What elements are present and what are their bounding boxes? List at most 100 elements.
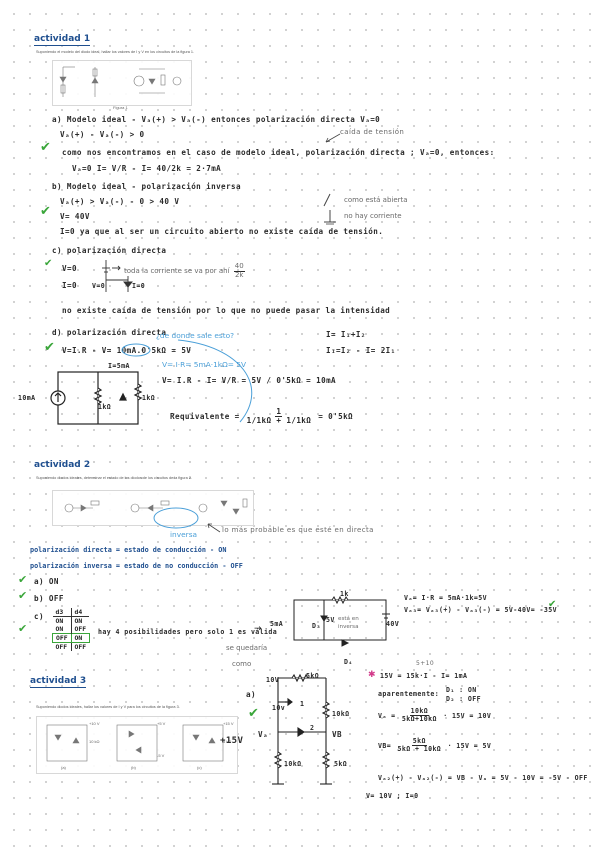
va-label: Vₐ = xyxy=(378,711,396,720)
c-frac-num: 40 xyxy=(233,262,245,272)
fig3-label-a: (a) xyxy=(61,765,66,770)
star-icon: ✱ xyxy=(368,670,376,680)
check-2b: ✔ xyxy=(18,589,28,602)
c-1k: 1k xyxy=(340,590,349,598)
activity-2-prompt: Suponiendo diodos ideales, determinar el… xyxy=(36,476,192,480)
act2-blue-circle xyxy=(153,507,199,529)
act3-final: V= 10V ; I=0 xyxy=(366,792,419,800)
act2-a: a) ON xyxy=(34,577,59,586)
d-req-result: = 0'5kΩ xyxy=(318,411,354,421)
d-req-fraction: 1 1/1kΩ + 1/1kΩ xyxy=(246,407,312,426)
se-quedaria-2: como xyxy=(232,660,252,668)
act3-vd2: Vₐ₂(+) - Vₐ₂(-) = VB - Vₐ = 5V - 10V = -… xyxy=(378,774,588,782)
c-5v: 5V xyxy=(326,616,335,624)
vb-num: 5kΩ xyxy=(411,737,427,747)
c-line-1: c) polarización directa xyxy=(52,246,167,255)
d-calc: V= I.R - I= V/R = 5V / 0'5kΩ = 10mA xyxy=(162,376,337,385)
fig3-label-b: (b) xyxy=(131,765,136,770)
c-note-text: toda la corriente se va por ahí xyxy=(124,267,230,276)
fig3-val: +5 V xyxy=(157,721,166,726)
d-blue-annotation xyxy=(121,339,253,423)
c-40v: 40V xyxy=(386,620,400,628)
table-cell-highlight: OFF xyxy=(52,633,72,643)
figure-3-circuits xyxy=(46,724,224,762)
act3-10v-top: 10V xyxy=(266,676,280,684)
figure-1: Figura 1 xyxy=(52,60,192,110)
table-cell: OFF xyxy=(74,643,87,651)
check-2c: ✔ xyxy=(18,622,28,635)
d-10ma: 10mA xyxy=(18,394,36,402)
d-line-2: V=I.R - V= 10mA.0'5kΩ = 5V xyxy=(62,346,192,355)
c-frac-den: 2k xyxy=(234,270,244,279)
figure-3: (a) (b) (c) +10 V +5 V -5 V 10 kΩ 5 kΩ +… xyxy=(36,716,238,774)
d-req-den: 1/1kΩ + 1/1kΩ xyxy=(246,416,312,426)
act3-vb: VB xyxy=(332,730,342,739)
activity-3-title: actividad 3 xyxy=(30,676,87,688)
act3-d1on: D₁ : ON xyxy=(446,686,477,694)
inversa-note: inversa xyxy=(170,530,198,539)
se-quedaria-1: se quedaría xyxy=(226,644,268,652)
act3-d2: 2 xyxy=(310,724,315,732)
fig3-val: 10 kΩ xyxy=(89,739,100,744)
c-5ma: 5mA xyxy=(270,620,284,628)
c-d4: D₄ xyxy=(344,658,353,666)
vb-label: VB= xyxy=(378,741,392,750)
a-line-4: Vₐ=0 I= V/R - I= 40/2k = 2·7mA xyxy=(72,164,222,173)
c-d3: D₃ xyxy=(312,622,321,630)
check-3a: ✔ xyxy=(248,706,259,721)
c-va: Vₐ= I·R = 5mA·1k=5V xyxy=(404,594,488,602)
check-2c-result: ✔ xyxy=(548,599,557,610)
check-c: ✔ xyxy=(44,258,53,269)
act3-10k-left: 10kΩ xyxy=(284,760,302,768)
d-circuit xyxy=(50,371,143,425)
act3-circuit xyxy=(272,673,332,785)
va-den: 5kΩ+10kΩ xyxy=(401,715,437,724)
d-r1: 1kΩ xyxy=(98,403,112,411)
table-cell: ON xyxy=(52,616,72,625)
a-line-1: a) Modelo ideal - Vₐ(+) > Vₐ(-) entonces… xyxy=(52,115,381,124)
act3-line1-note: 5+10 xyxy=(416,660,435,667)
act3-aparente: aparentemente: xyxy=(378,690,440,698)
act2-b: b) OFF xyxy=(34,594,64,603)
b-line-1: b) Modelo ideal - polarización inversa xyxy=(52,182,241,191)
table-cell: ON xyxy=(74,617,83,625)
va-num: 10kΩ xyxy=(409,707,430,717)
act3-10k-right: 10kΩ xyxy=(332,710,350,718)
d-r2: 1kΩ xyxy=(142,394,156,402)
act3-line1: 15V = 15k·I - I= 1mA xyxy=(380,672,468,680)
caida-arrow xyxy=(325,133,341,143)
d-vir: V= I·R= 5mA·1kΩ= 5V xyxy=(162,360,247,369)
figure-1-caption: Figura 1 xyxy=(113,105,128,110)
fig3-val: +10 V xyxy=(89,721,100,726)
hay-4: hay 4 posibilidades pero solo 1 es válid… xyxy=(98,628,278,636)
d-right-1: I= I₁+I₂ xyxy=(326,330,366,339)
act3-d1: 1 xyxy=(300,700,305,708)
open-switch-sketch xyxy=(323,193,336,225)
d-req-num: 1 xyxy=(275,407,283,418)
vb-result: · 15V = 5V xyxy=(447,741,492,750)
d-req-den-1: 1/1kΩ xyxy=(246,416,272,426)
fig3-val: -5 V xyxy=(157,753,165,758)
d-line-1: d) polarización directa xyxy=(52,328,167,337)
d-req-den-2: 1/1kΩ xyxy=(286,416,312,426)
act3-d2off: D₂ : OFF xyxy=(446,695,481,703)
caida-note: caída de tensión xyxy=(340,128,405,136)
act2-arrow xyxy=(207,523,221,533)
act3-10v-left: 10v xyxy=(272,704,286,712)
activity-3-prompt: Suponiendo diodos ideales, hallar los va… xyxy=(36,705,180,709)
pi-line: polarización inversa = estado de no cond… xyxy=(30,562,243,570)
act3-5k-right: 5kΩ xyxy=(334,760,348,768)
check-b: ✔ xyxy=(40,204,51,219)
c-vd: Vₐ₃= Vₐ₃(+) - Vₐ₃(-) = 5V-40V= -35V xyxy=(404,606,557,614)
b-note-1: como está abierta xyxy=(344,196,408,204)
act2-c: c) xyxy=(34,612,44,621)
table-cell: OFF xyxy=(74,625,87,633)
act3-a: a) xyxy=(246,690,256,699)
